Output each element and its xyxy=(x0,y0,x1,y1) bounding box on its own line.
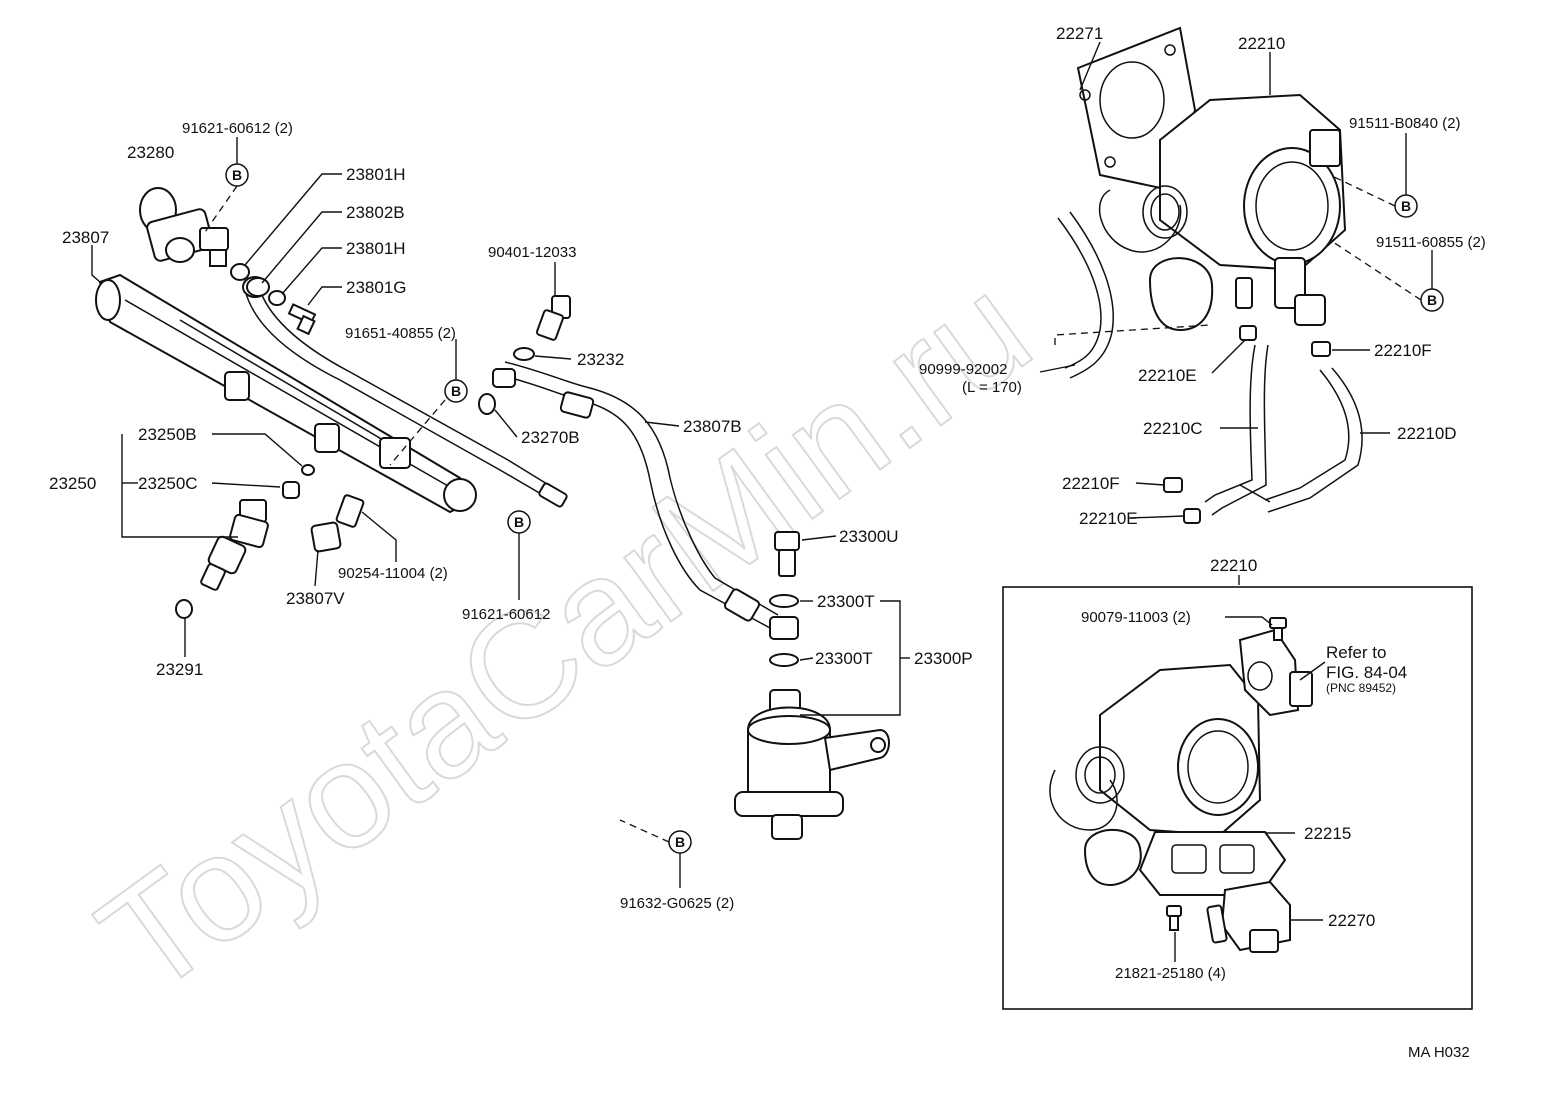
svg-text:B: B xyxy=(675,834,685,850)
ref-mark-b-4: B xyxy=(668,830,692,854)
hoses-22210C-22210D xyxy=(1204,344,1363,516)
drawing-code: MA H032 xyxy=(1408,1044,1470,1061)
label-23270B: 23270B xyxy=(521,428,580,447)
label-21821-25180-4: 21821-25180 (4) xyxy=(1115,965,1226,982)
label-23250: 23250 xyxy=(49,474,96,493)
label-23300T-a: 23300T xyxy=(817,592,875,611)
clip-22210F-b xyxy=(1163,477,1183,493)
label-23280: 23280 xyxy=(127,143,174,162)
label-fig-ref: FIG. 84-04 xyxy=(1326,663,1407,682)
fitting xyxy=(769,616,799,640)
label-90999-92002: 90999-92002 xyxy=(919,361,1007,378)
label-23300U: 23300U xyxy=(839,527,899,546)
iac-valve-22270 xyxy=(1220,880,1291,953)
label-90254-11004-2: 90254-11004 (2) xyxy=(338,565,448,582)
union-bolt-90401 xyxy=(536,295,571,341)
label-22210F-a: 22210F xyxy=(1374,341,1432,360)
label-22270: 22270 xyxy=(1328,911,1375,930)
o-ring-23250B xyxy=(301,464,315,476)
label-22210C: 22210C xyxy=(1143,419,1203,438)
label-23291: 23291 xyxy=(156,660,203,679)
fuel-delivery-pipe-23807 xyxy=(95,273,477,514)
label-23807B: 23807B xyxy=(683,417,742,436)
hose-23802B xyxy=(246,277,270,297)
label-91621-60612-2: 91621-60612 (2) xyxy=(182,120,293,137)
label-91511-B0840-2: 91511-B0840 (2) xyxy=(1349,115,1460,132)
label-23801G: 23801G xyxy=(346,278,407,297)
ref-mark-b-6: B xyxy=(1420,288,1444,312)
svg-text:B: B xyxy=(451,383,461,399)
label-23801H-a: 23801H xyxy=(346,165,406,184)
gasket-23801H-b xyxy=(268,290,286,306)
label-91621-60612: 91621-60612 xyxy=(462,606,550,623)
clip-22210E-b xyxy=(1183,508,1201,524)
screw-21821 xyxy=(1166,905,1182,931)
label-91632-G0625-2: 91632-G0625 (2) xyxy=(620,895,734,912)
svg-text:B: B xyxy=(232,167,242,183)
ref-mark-b-3: B xyxy=(507,510,531,534)
label-22210E-a: 22210E xyxy=(1138,366,1197,385)
label-22215: 22215 xyxy=(1304,824,1351,843)
ref-mark-b-1: B xyxy=(225,163,249,187)
gasket-23300T-a xyxy=(769,594,799,608)
gasket-23232 xyxy=(513,347,535,361)
label-23801H-b: 23801H xyxy=(346,239,406,258)
label-23250C: 23250C xyxy=(138,474,198,493)
svg-text:B: B xyxy=(1401,198,1411,214)
throttle-body-22210-boxed xyxy=(1049,663,1262,887)
union-bolt-23300U xyxy=(774,531,800,577)
label-23232: 23232 xyxy=(577,350,624,369)
o-ring-23291 xyxy=(175,599,193,619)
label-22210F-b: 22210F xyxy=(1062,474,1120,493)
svg-text:B: B xyxy=(1427,292,1437,308)
clip-22210E-a xyxy=(1239,325,1257,341)
label-23802B: 23802B xyxy=(346,203,405,222)
label-23250B: 23250B xyxy=(138,425,197,444)
pressure-regulator-23280 xyxy=(139,187,229,267)
ref-mark-b-2: B xyxy=(444,379,468,403)
label-23807: 23807 xyxy=(62,228,109,247)
throttle-sensor-boxed xyxy=(1238,628,1313,717)
label-91511-60855-2: 91511-60855 (2) xyxy=(1376,234,1486,251)
ref-mark-b-5: B xyxy=(1394,194,1418,218)
hose-90999 xyxy=(1057,217,1102,369)
clip-22210F-a xyxy=(1311,341,1331,357)
label-length-170: (L = 170) xyxy=(962,379,1022,396)
gasket-23801H-a xyxy=(230,263,250,281)
collar-90254 xyxy=(335,494,365,528)
insulator-23250C xyxy=(282,481,300,499)
label-refer-to: Refer to xyxy=(1326,643,1386,662)
label-90401-12033: 90401-12033 xyxy=(488,244,576,261)
dashed-reference-lines xyxy=(204,174,1422,843)
label-23300T-b: 23300T xyxy=(815,649,873,668)
fuel-hose-23807B xyxy=(492,361,779,629)
label-91651-40855-2: 91651-40855 (2) xyxy=(345,325,456,342)
svg-text:B: B xyxy=(514,514,524,530)
label-22210D: 22210D xyxy=(1397,424,1457,443)
bolt-23801G xyxy=(287,303,317,336)
spacer-23807V xyxy=(310,521,342,553)
label-pnc-ref: (PNC 89452) xyxy=(1326,681,1396,695)
pipe-stub xyxy=(1206,904,1228,944)
label-22271: 22271 xyxy=(1056,24,1103,43)
assembly-box-22210 xyxy=(1002,586,1473,1010)
fuel-filter-23300P xyxy=(734,689,890,840)
label-23300P: 23300P xyxy=(914,649,973,668)
label-22210-top: 22210 xyxy=(1238,34,1285,53)
fuel-injector-23250 xyxy=(200,499,269,591)
label-90079-11003-2: 90079-11003 (2) xyxy=(1081,609,1191,626)
label-22210-box: 22210 xyxy=(1210,556,1257,575)
clamp-23270B xyxy=(478,393,496,415)
label-23807V: 23807V xyxy=(286,589,345,608)
gasket-23300T-b xyxy=(769,653,799,667)
leader-lines xyxy=(91,41,1433,962)
label-22210E-b: 22210E xyxy=(1079,509,1138,528)
throttle-body-22210-top xyxy=(1099,93,1347,332)
